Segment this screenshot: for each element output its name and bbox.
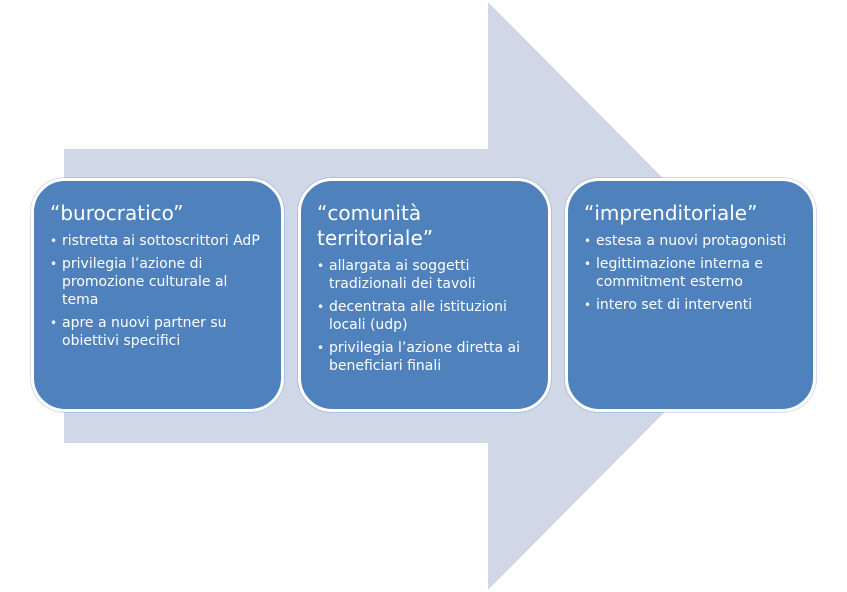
bullet-icon: • [50,234,58,248]
stage-title: “burocratico” [50,201,184,225]
list-item-text: ristretta ai sottoscrittori AdP [62,233,260,249]
list-item-text: intero set di interventi [596,297,753,313]
list-item: • privilegia l’azione diretta ai benefici… [317,339,534,375]
list-item-text: decentrata alle istituzioni locali (udp) [329,299,507,333]
stage-title: “comunità territoriale” [317,201,434,250]
list-item: • apre a nuovi partner su obiettivi speci… [50,314,267,350]
stage-box-imprenditoriale: “imprenditoriale” • estesa a nuovi protag… [565,178,816,412]
list-item: • decentrata alle istituzioni locali (udp… [317,298,534,334]
stage-item-list: • estesa a nuovi protagonisti • legittimaz… [584,232,799,314]
bullet-icon: • [317,300,325,314]
list-item: • intero set di interventi [584,296,799,314]
list-item-text: apre a nuovi partner su obiettivi specif… [62,315,227,349]
list-item: • ristretta ai sottoscrittori AdP [50,232,267,250]
stage-item-list: • allargata ai soggetti tradizionali dei … [317,257,534,375]
list-item-text: privilegia l’azione di promozione cultur… [62,256,228,308]
list-item: • legittimazione interna e commitment est… [584,255,799,291]
stage-item-list: • ristretta ai sottoscrittori AdP • privil… [50,232,267,350]
stage-title: “imprenditoriale” [584,201,758,225]
list-item-text: legittimazione interna e commitment este… [596,256,763,290]
list-item: • privilegia l’azione di promozione cultu… [50,255,267,309]
stage-box-comunita-territoriale: “comunità territoriale” • allargata ai so… [298,178,551,412]
bullet-icon: • [50,257,58,271]
bullet-icon: • [584,234,592,248]
list-item-text: privilegia l’azione diretta ai beneficia… [329,340,520,374]
list-item: • estesa a nuovi protagonisti [584,232,799,250]
stage-box-burocratico: “burocratico” • ristretta ai sottoscritto… [31,178,284,412]
bullet-icon: • [584,257,592,271]
bullet-icon: • [584,298,592,312]
bullet-icon: • [317,341,325,355]
bullet-icon: • [50,316,58,330]
list-item: • allargata ai soggetti tradizionali dei … [317,257,534,293]
list-item-text: estesa a nuovi protagonisti [596,233,787,249]
bullet-icon: • [317,259,325,273]
list-item-text: allargata ai soggetti tradizionali dei t… [329,258,476,292]
